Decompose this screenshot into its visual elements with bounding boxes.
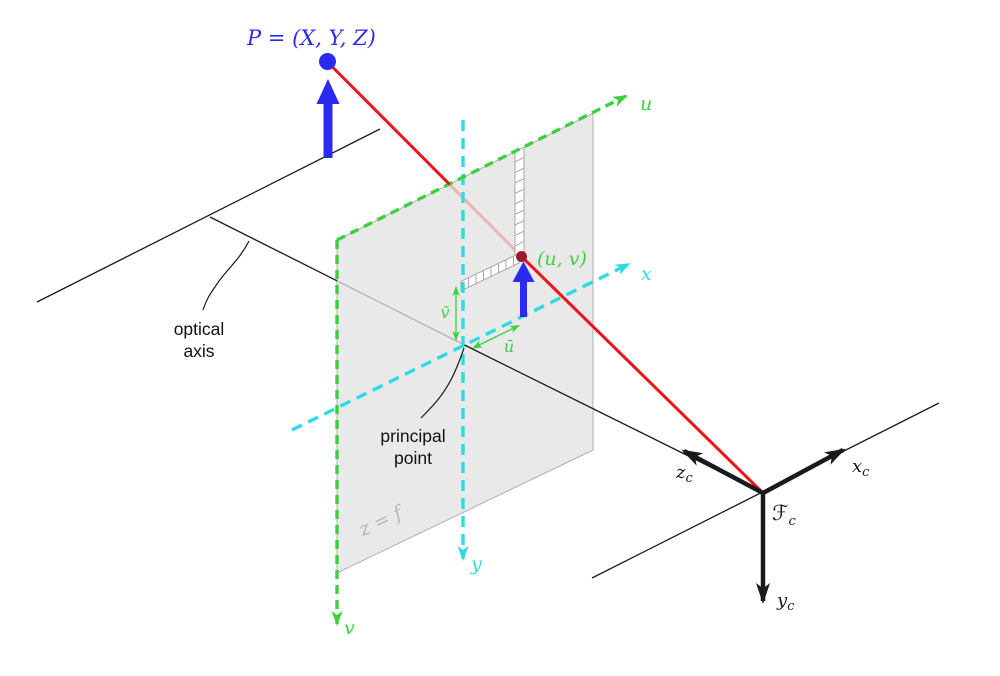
pixel-row-ladder — [460, 252, 520, 292]
image-plane — [336, 112, 594, 574]
pixel-row-rungs — [468, 256, 514, 288]
camera-z-axis-arrow — [681, 449, 765, 495]
uv-point-label: (u, v) — [537, 248, 587, 270]
world-point-dot — [319, 53, 336, 70]
optical-axis-leader-line — [202, 240, 250, 311]
camera-frame: zc xc yc ℱc — [675, 448, 870, 614]
pixel-column-ladder — [514, 146, 525, 261]
optical-axis-front-segment — [209, 216, 338, 282]
v-bar-label: v̄ — [440, 303, 449, 322]
optical-axis-label-line2: axis — [183, 341, 214, 361]
principal-point-label-line2: point — [394, 448, 432, 468]
camera-x-axis-arrow — [761, 448, 846, 495]
u-bar-measure-arrow — [472, 324, 520, 349]
x-axis-label: x — [641, 263, 652, 285]
principal-point-leader-line — [420, 347, 465, 419]
uv-image-point-dot — [516, 251, 527, 262]
pixel-u-axis — [336, 94, 628, 242]
principal-point-label-line1: principal — [380, 426, 445, 446]
camera-x-axis-label: xc — [852, 456, 870, 480]
camera-y-axis-label: yc — [776, 590, 795, 614]
image-x-axis — [291, 262, 631, 432]
world-point-label: P = (X, Y, Z) — [246, 26, 376, 50]
projection-ray-from-p — [326, 60, 451, 186]
v-axis-label: v — [344, 617, 355, 639]
uv-point-up-arrow — [512, 261, 535, 317]
world-reference-line — [36, 128, 381, 303]
camera-frame-label: ℱc — [772, 501, 797, 529]
projection-ray-to-camera — [520, 255, 765, 495]
pixel-column-rungs — [514, 157, 525, 247]
u-axis-label: u — [640, 93, 652, 115]
optical-axis-label-line1: optical — [174, 319, 225, 339]
y-axis-label: y — [470, 553, 482, 575]
optical-axis-occluded-segment — [336, 280, 465, 346]
u-bar-label: ū — [504, 337, 514, 356]
camera-z-axis-label: zc — [675, 462, 693, 486]
world-point-up-arrow — [316, 79, 340, 158]
